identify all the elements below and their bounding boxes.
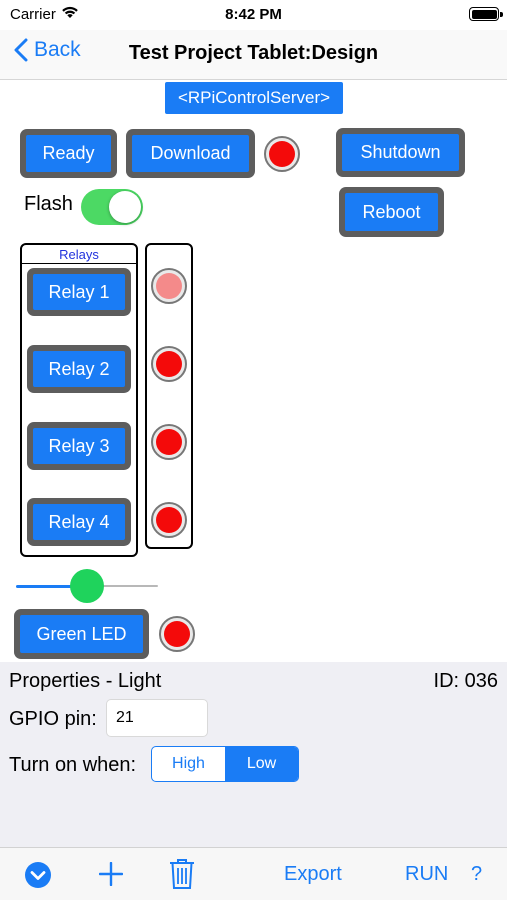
toggle-knob	[109, 191, 141, 223]
navigation-bar: Back Test Project Tablet:Design	[0, 30, 507, 80]
led-dot	[156, 429, 182, 455]
slider-track-empty[interactable]	[88, 585, 158, 587]
battery-icon	[469, 7, 503, 21]
slider-knob[interactable]	[70, 569, 104, 603]
server-label[interactable]: <RPiControlServer>	[165, 82, 343, 114]
slider-track-filled[interactable]	[16, 585, 88, 588]
relay-2-button[interactable]: Relay 2	[27, 345, 131, 393]
green-led-indicator[interactable]	[159, 616, 195, 652]
shutdown-label: Shutdown	[342, 134, 459, 171]
ready-label: Ready	[26, 135, 111, 172]
shutdown-button[interactable]: Shutdown	[336, 128, 465, 177]
status-led[interactable]	[264, 136, 300, 172]
green-led-label: Green LED	[20, 615, 143, 653]
trash-icon	[170, 859, 194, 889]
turn-on-segmented-control[interactable]: High Low	[151, 746, 299, 782]
help-button[interactable]: ?	[471, 863, 483, 885]
led-dot	[156, 507, 182, 533]
plus-icon	[98, 861, 124, 887]
page-title: Test Project Tablet:Design	[128, 42, 379, 64]
relay-3-label: Relay 3	[33, 428, 125, 464]
download-label: Download	[132, 135, 249, 172]
download-button[interactable]: Download	[126, 129, 255, 178]
flash-toggle[interactable]	[81, 189, 143, 225]
relay-4-button[interactable]: Relay 4	[27, 498, 131, 546]
wifi-icon	[61, 5, 79, 24]
relay-2-led[interactable]	[151, 346, 187, 382]
properties-title: Properties - Light	[9, 670, 162, 692]
reboot-label: Reboot	[345, 193, 438, 231]
flash-label: Flash	[24, 193, 73, 215]
design-canvas[interactable]: <RPiControlServer> Ready Download Shutdo…	[0, 81, 507, 662]
led-dot	[156, 273, 182, 299]
turn-on-label: Turn on when:	[9, 754, 137, 776]
led-dot	[269, 141, 295, 167]
delete-button[interactable]	[169, 858, 195, 895]
segment-low[interactable]: Low	[225, 747, 298, 781]
relay-1-button[interactable]: Relay 1	[27, 268, 131, 316]
clock: 8:42 PM	[225, 6, 282, 23]
add-button[interactable]	[98, 861, 124, 891]
relay-leds-group[interactable]	[145, 243, 193, 549]
relays-group[interactable]: Relays	[20, 243, 138, 557]
green-led-button[interactable]: Green LED	[14, 609, 149, 659]
relay-4-led[interactable]	[151, 502, 187, 538]
export-button[interactable]: Export	[284, 863, 342, 885]
chevron-down-circle-icon	[25, 862, 51, 888]
led-dot	[164, 621, 190, 647]
relay-3-button[interactable]: Relay 3	[27, 422, 131, 470]
ready-button[interactable]: Ready	[20, 129, 117, 178]
back-label: Back	[34, 38, 81, 61]
gpio-pin-input[interactable]	[106, 699, 208, 737]
relay-1-label: Relay 1	[33, 274, 125, 310]
relay-4-label: Relay 4	[33, 504, 125, 540]
relays-title: Relays	[22, 247, 136, 264]
relay-1-led[interactable]	[151, 268, 187, 304]
status-bar: Carrier 8:42 PM	[0, 0, 507, 30]
chevron-left-icon	[14, 38, 28, 62]
run-button[interactable]: RUN	[405, 863, 449, 885]
collapse-button[interactable]	[24, 861, 52, 894]
back-button[interactable]: Back	[14, 38, 81, 62]
led-dot	[156, 351, 182, 377]
properties-id: ID: 036	[433, 670, 498, 692]
relay-3-led[interactable]	[151, 424, 187, 460]
segment-high[interactable]: High	[172, 755, 205, 772]
properties-panel: Properties - Light ID: 036 GPIO pin: Tur…	[0, 662, 507, 847]
carrier-label: Carrier	[10, 6, 56, 23]
gpio-label: GPIO pin:	[9, 708, 97, 730]
bottom-toolbar: Export RUN ?	[0, 847, 507, 900]
reboot-button[interactable]: Reboot	[339, 187, 444, 237]
relay-2-label: Relay 2	[33, 351, 125, 387]
